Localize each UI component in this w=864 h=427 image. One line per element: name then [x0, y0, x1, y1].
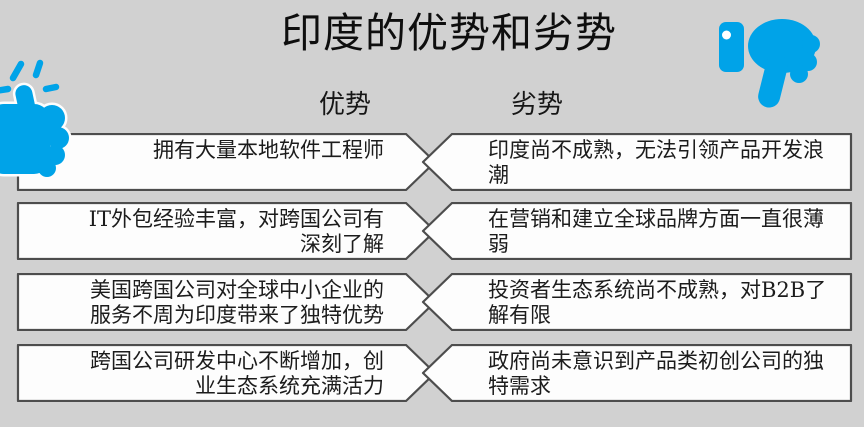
advantage-text: 跨国公司研发中心不断增加，创业生态系统充满活力: [90, 349, 384, 398]
disadvantage-text: 投资者生态系统尚不成熟，对B2B了解有限: [488, 278, 827, 327]
cuff-button-dot: [722, 30, 731, 40]
row-shapes: [16, 202, 853, 260]
advantage-text: 美国跨国公司对全球中小企业的服务不周为印度带来了独特优势: [90, 278, 384, 327]
advantage-box-shape: [16, 202, 437, 260]
row-shapes: [16, 273, 853, 331]
disadvantage-box-shape: [421, 133, 853, 191]
comparison-row: 美国跨国公司对全球中小企业的服务不周为印度带来了独特优势 投资者生态系统尚不成熟…: [14, 273, 854, 331]
advantage-box-shape: [16, 133, 437, 191]
disadvantage-box-shape: [421, 344, 853, 402]
disadvantage-text: 政府尚未意识到产品类初创公司的独特需求: [488, 349, 824, 398]
advantage-box-shape: [16, 344, 437, 402]
disadvantage-box-shape: [421, 273, 853, 331]
disadvantage-box-shape: [421, 202, 853, 260]
disadvantage-text: 印度尚不成熟，无法引领产品开发浪潮: [488, 138, 824, 187]
advantage-box-shape: [16, 273, 437, 331]
advantage-text: 拥有大量本地软件工程师: [153, 138, 384, 162]
thumbs-down-icon: [717, 19, 820, 108]
advantages-column-header: 优势: [318, 90, 371, 120]
comparison-row: IT外包经验丰富，对跨国公司有深刻了解 在营销和建立全球品牌方面一直很薄弱: [14, 202, 854, 260]
thumbs-up-icon: [0, 59, 72, 180]
advantage-text: IT外包经验丰富，对跨国公司有深刻了解: [88, 207, 384, 256]
comparison-row: 跨国公司研发中心不断增加，创业生态系统充满活力 政府尚未意识到产品类初创公司的独…: [14, 344, 854, 402]
disadvantages-column-header: 劣势: [510, 90, 563, 120]
comparison-row: 拥有大量本地软件工程师 印度尚不成熟，无法引领产品开发浪潮: [14, 133, 854, 191]
page-title: 印度的优势和劣势: [281, 9, 617, 57]
disadvantage-text: 在营销和建立全球品牌方面一直很薄弱: [488, 207, 824, 256]
row-shapes: [16, 344, 853, 402]
row-shapes: [16, 133, 853, 191]
